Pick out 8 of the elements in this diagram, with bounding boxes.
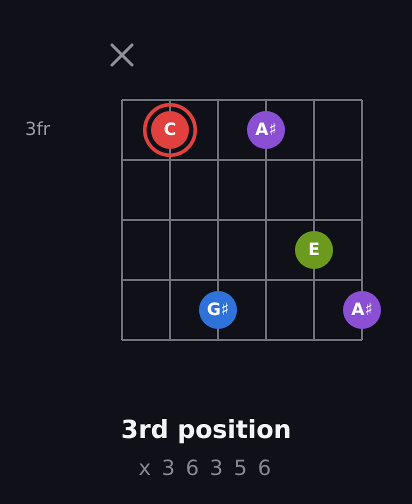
- note-dot: C: [151, 111, 189, 149]
- note-dot: G♯: [199, 291, 237, 329]
- note-dot: E: [295, 231, 333, 269]
- chord-title: 3rd position: [121, 417, 292, 442]
- note-dot: A♯: [343, 291, 381, 329]
- note-dot: A♯: [247, 111, 285, 149]
- fret-number: 3fr: [25, 121, 50, 139]
- fingering-text: x 3 6 3 5 6: [138, 458, 274, 479]
